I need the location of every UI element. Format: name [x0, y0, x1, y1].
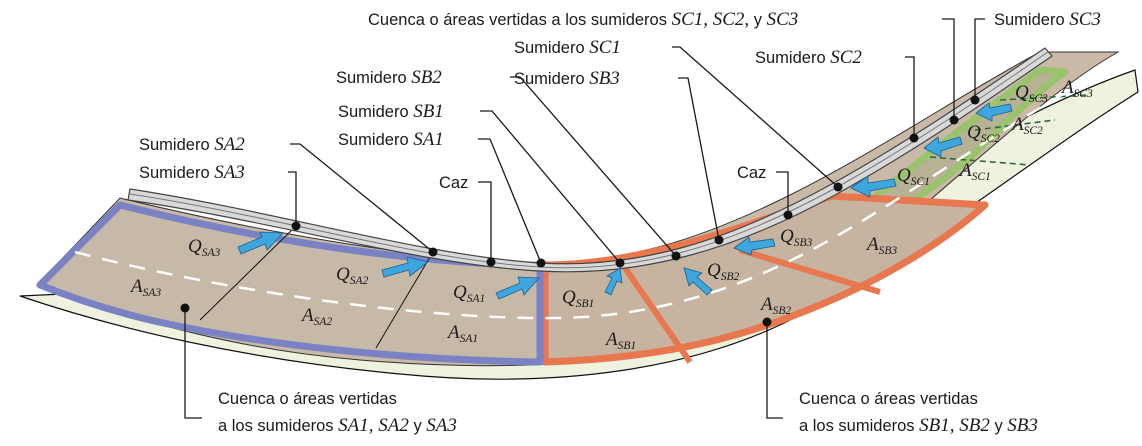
sink-sa1: [536, 258, 546, 268]
divider-c1: [929, 156, 1031, 166]
label-sumidero-sc3: Sumidero SC3: [994, 9, 1101, 30]
flow-label-sa3: QSA3: [188, 236, 221, 259]
label-cuenca-b-line2: a los sumideros SB1, SB2 y SB3: [799, 415, 1038, 436]
area-label-sb1: ASB1: [604, 329, 636, 352]
sink-sb3: [714, 235, 724, 245]
area-label-sb3: ASB3: [865, 234, 897, 257]
callout-caz-right: [776, 171, 789, 215]
callout-sumidero-sb1: [480, 110, 621, 264]
callout-cuenca-c: [942, 18, 955, 120]
flow-arrow-sb1: [604, 267, 623, 296]
sink-sc1: [833, 182, 843, 192]
sink-sc3: [970, 95, 980, 105]
sink-sa2: [428, 247, 438, 257]
label-sumidero-sb2: Sumidero SB2: [336, 67, 442, 88]
callout-sumidero-sb2: [510, 76, 677, 257]
callout-sumidero-sa1: [478, 138, 542, 264]
callout-caz-left: [478, 181, 492, 262]
label-sumidero-sc2: Sumidero SC2: [755, 47, 862, 68]
label-caz-right: Caz: [737, 164, 766, 182]
flow-arrow-sa3: [237, 231, 284, 255]
label-sumidero-sa1: Sumidero SA1: [338, 129, 444, 150]
flow-label-sc2: QSC2: [967, 122, 1000, 145]
basin-b-dot: [762, 317, 772, 327]
flow-arrow-sa1: [495, 276, 540, 300]
callout-sumidero-sc3: [974, 18, 985, 100]
label-sumidero-sb3: Sumidero SB3: [514, 68, 620, 89]
area-label-sc2: ASC2: [1010, 114, 1043, 137]
caz-dot-right: [783, 210, 793, 220]
kerb-edge: [129, 51, 1049, 269]
divider-c3: [999, 94, 1091, 101]
flow-label-sb1: QSB1: [562, 287, 594, 310]
label-sumidero-sc1: Sumidero SC1: [514, 37, 621, 58]
area-label-sa3: ASA3: [129, 276, 161, 299]
callout-sumidero-sc1: [672, 46, 839, 188]
sink-sa3: [291, 221, 301, 231]
sink-sc2: [909, 133, 919, 143]
flow-arrow-sb3: [733, 236, 776, 256]
label-cuenca-c: Cuenca o áreas vertidas a los sumideros …: [368, 9, 798, 30]
basin-b: [541, 192, 989, 366]
callout-sumidero-sa3: [288, 171, 297, 226]
label-cuenca-a-line2: a los sumideros SA1, SA2 y SA3: [218, 415, 457, 436]
kerb: [127, 47, 1053, 273]
callout-sumidero-sa2: [290, 143, 434, 253]
divider-a2: [375, 251, 434, 349]
callout-sumidero-sb3: [678, 77, 720, 241]
flow-arrow-sa2: [381, 256, 429, 278]
basin-a-dot: [180, 303, 190, 313]
sink-sb1: [615, 258, 625, 268]
divider-c2: [974, 119, 1056, 131]
flow-arrow-sc3: [975, 102, 1013, 122]
callout-cuenca-a: [184, 308, 202, 419]
label-caz-left: Caz: [439, 174, 468, 192]
label-sumidero-sb1: Sumidero SB1: [338, 101, 444, 122]
caz-dot-left: [486, 257, 496, 267]
divider-a1: [199, 225, 297, 321]
flow-arrow-sc2: [923, 136, 963, 158]
area-label-sb2: ASB2: [759, 294, 791, 317]
flow-label-sc3: QSC3: [1015, 82, 1048, 105]
area-label-sa2: ASA2: [300, 305, 332, 328]
label-sumidero-sa3: Sumidero SA3: [139, 162, 245, 183]
label-cuenca-a-line1: Cuenca o áreas vertidas: [218, 390, 397, 408]
label-cuenca-b-line1: Cuenca o áreas vertidas: [799, 390, 978, 408]
area-label-sc3: ASC3: [1060, 77, 1093, 100]
callout-sumidero-sc2: [905, 56, 915, 138]
sink-cuenca-c: [949, 115, 959, 125]
road-centreline: [74, 66, 1111, 320]
flow-arrow-sb2: [683, 267, 713, 296]
basin-a: [36, 201, 544, 366]
area-label-sa1: ASA1: [446, 322, 478, 345]
flow-label-sb2: QSB2: [707, 260, 740, 283]
divider-b2: [739, 247, 881, 295]
flow-label-sa2: QSA2: [336, 264, 369, 287]
flow-label-sa1: QSA1: [453, 282, 485, 305]
flow-arrow-sc1: [850, 175, 897, 198]
sink-sb2: [671, 251, 681, 261]
flow-label-sb3: QSB3: [780, 226, 813, 249]
flow-arrows: [237, 102, 1013, 300]
label-sumidero-sa2: Sumidero SA2: [139, 134, 245, 155]
callout-cuenca-b: [766, 322, 783, 419]
divider-b1: [622, 266, 693, 364]
area-label-sc1: ASC1: [958, 160, 991, 183]
flow-label-sc1: QSC1: [897, 165, 930, 188]
